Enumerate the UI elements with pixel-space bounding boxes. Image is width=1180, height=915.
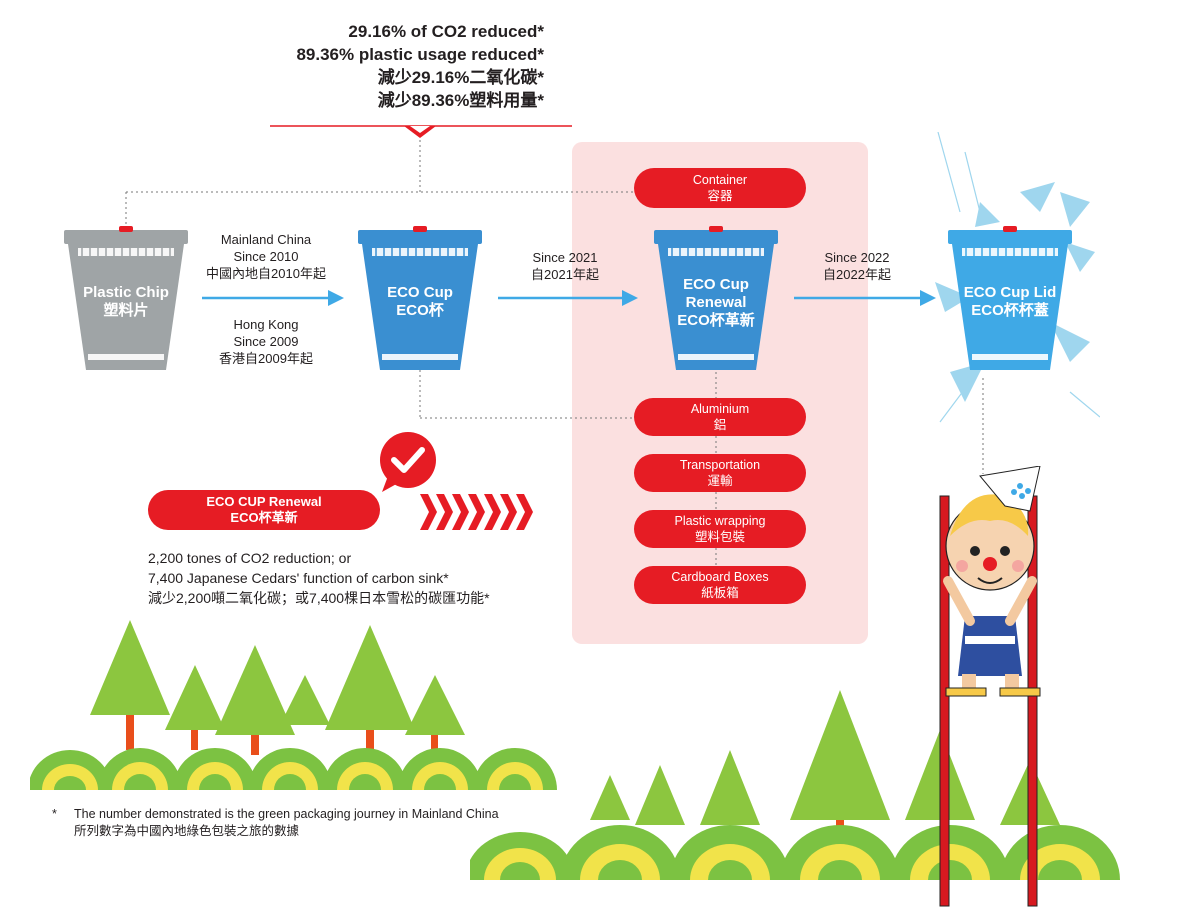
forest-right-illustration xyxy=(470,690,1120,880)
arrow-right-icon xyxy=(622,290,638,306)
check-badge-icon xyxy=(380,432,436,492)
cup-label: ECO Cup Lid ECO杯杯蓋 xyxy=(963,284,1057,319)
cup-icon xyxy=(64,226,188,370)
hills xyxy=(470,825,1120,880)
reduction-summary: 2,200 tones of CO2 reduction; or 7,400 J… xyxy=(148,550,490,606)
chevron-right-icon xyxy=(420,494,533,530)
cup-icon xyxy=(654,226,778,370)
flow-arrows xyxy=(202,290,936,306)
mascot-on-stilts-illustration xyxy=(939,466,1041,907)
shards-decoration xyxy=(935,132,1100,423)
cup-eco: ECO Cup ECO杯 xyxy=(356,226,484,372)
cup-label: ECO Cup Renewal ECO杯革新 xyxy=(677,276,755,329)
reduction-stats: 29.16% of CO2 reduced* 89.36% plastic us… xyxy=(296,20,544,112)
stat-co2-zh: 減少29.16%二氧化碳* xyxy=(377,68,544,87)
stat-plastic-zh: 減少89.36%塑料用量* xyxy=(377,91,544,110)
hills xyxy=(30,748,557,790)
eco-cup-renewal-badge: ECO CUP Renewal ECO杯革新 xyxy=(148,490,380,530)
cup-icon xyxy=(948,226,1072,370)
arrow-right-icon xyxy=(920,290,936,306)
stat-plastic-en: 89.36% plastic usage reduced* xyxy=(296,45,544,64)
route-since-2021: Since 2021 自2021年起 xyxy=(531,250,599,282)
cup-label: Plastic Chip 塑料片 xyxy=(83,284,169,319)
footnote: * The number demonstrated is the green p… xyxy=(52,806,499,840)
route-since-2022: Since 2022 自2022年起 xyxy=(823,250,891,282)
footnote-en: The number demonstrated is the green pac… xyxy=(74,807,499,821)
footnote-zh: 所列數字為中國內地綠色包裝之旅的數據 xyxy=(74,824,300,838)
cup-eco-lid: ECO Cup Lid ECO杯杯蓋 xyxy=(946,226,1074,372)
arrow-right-icon xyxy=(328,290,344,306)
cup-plastic-chip: Plastic Chip 塑料片 xyxy=(62,226,190,372)
cup-label: ECO Cup ECO杯 xyxy=(387,284,453,319)
route-hongkong: Hong Kong Since 2009 香港自2009年起 xyxy=(219,317,313,366)
renewal-highlight-zone xyxy=(572,142,868,644)
stat-co2-en: 29.16% of CO2 reduced* xyxy=(348,22,544,41)
cup-eco-renewal: ECO Cup Renewal ECO杯革新 xyxy=(652,226,780,372)
footnote-marker: * xyxy=(52,807,57,821)
cup-icon xyxy=(358,226,482,370)
route-mainland: Mainland China Since 2010 中國內地自2010年起 xyxy=(206,232,326,281)
forest-left-illustration xyxy=(30,620,557,790)
